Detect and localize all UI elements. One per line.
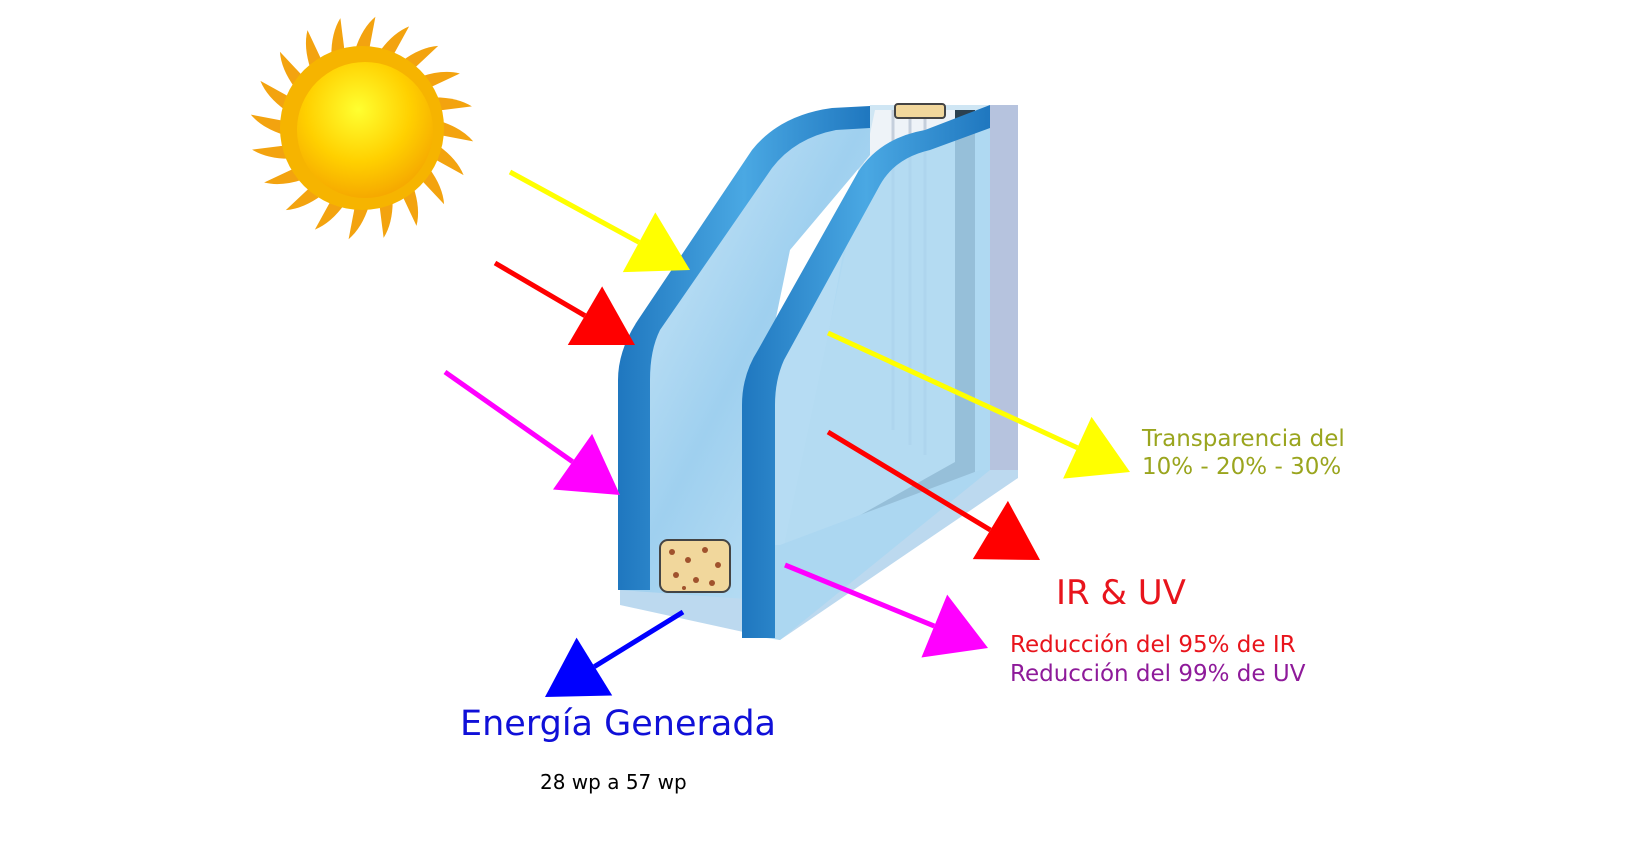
incoming-ir-arrow bbox=[493, 260, 635, 346]
energy-range-label: 28 wp a 57 wp bbox=[540, 770, 687, 794]
sun-ray bbox=[379, 199, 393, 238]
transmitted-uv-arrow-shaft bbox=[784, 562, 936, 629]
transmitted-ir-arrow bbox=[826, 429, 1040, 560]
inner-pane-edge bbox=[742, 105, 990, 638]
transmitted-ir-arrow-head bbox=[972, 500, 1040, 560]
sun-ray bbox=[314, 199, 345, 230]
sun-ray bbox=[252, 145, 291, 159]
incoming-uv-arrow-head bbox=[552, 433, 620, 495]
incoming-uv-arrow-shaft bbox=[443, 369, 574, 464]
outer-glass-pane bbox=[620, 110, 870, 600]
sun-ray bbox=[433, 145, 464, 176]
transmitted-uv-arrow-head bbox=[921, 594, 988, 658]
energy-generated-title: Energía Generada bbox=[460, 704, 776, 744]
sun-ray bbox=[379, 26, 410, 57]
transmitted-visible-arrow-head bbox=[1063, 416, 1130, 479]
transmitted-ir-arrow-shaft bbox=[826, 429, 992, 533]
inner-glass-pane bbox=[745, 110, 990, 640]
transmitted-uv-arrow bbox=[784, 562, 988, 658]
sun-ray bbox=[250, 114, 285, 136]
incoming-visible-arrow-shaft bbox=[508, 169, 641, 245]
sun-ray bbox=[331, 18, 345, 57]
outer-pane-edge bbox=[618, 106, 870, 590]
sun-ray bbox=[348, 205, 370, 240]
desiccant-top bbox=[894, 103, 946, 119]
incoming-visible-arrow bbox=[508, 169, 690, 273]
sun-ray bbox=[354, 16, 376, 51]
generated-energy-arrow-shaft bbox=[593, 609, 685, 669]
transparency-line-1: Transparencia del bbox=[1142, 426, 1345, 452]
ir-uv-label: IR & UV bbox=[1056, 573, 1186, 613]
window-back-edge bbox=[990, 105, 1018, 495]
sun-icon bbox=[250, 16, 474, 240]
transparency-line-2: 10% - 20% - 30% bbox=[1142, 453, 1342, 480]
generated-energy-arrow bbox=[545, 609, 685, 697]
transmitted-visible-arrow-shaft bbox=[826, 330, 1079, 451]
ir-reduction-label: Reducción del 95% de IR bbox=[1010, 632, 1296, 658]
uv-reduction-label: Reducción del 99% de UV bbox=[1010, 661, 1306, 687]
transparency-label: Transparencia del 10% - 20% - 30% bbox=[1142, 426, 1345, 481]
sun-ray bbox=[433, 97, 472, 111]
desiccant-bottom bbox=[659, 539, 731, 593]
sun-ray bbox=[439, 120, 474, 142]
incoming-ir-arrow-shaft bbox=[493, 260, 587, 318]
generated-energy-arrow-head bbox=[545, 637, 613, 697]
double-glazed-window-section bbox=[618, 103, 1018, 640]
incoming-visible-arrow-head bbox=[622, 212, 690, 273]
incoming-ir-arrow-head bbox=[567, 286, 635, 346]
sun-ray bbox=[260, 80, 291, 111]
transmitted-visible-arrow bbox=[826, 330, 1130, 479]
incoming-uv-arrow bbox=[443, 369, 620, 495]
